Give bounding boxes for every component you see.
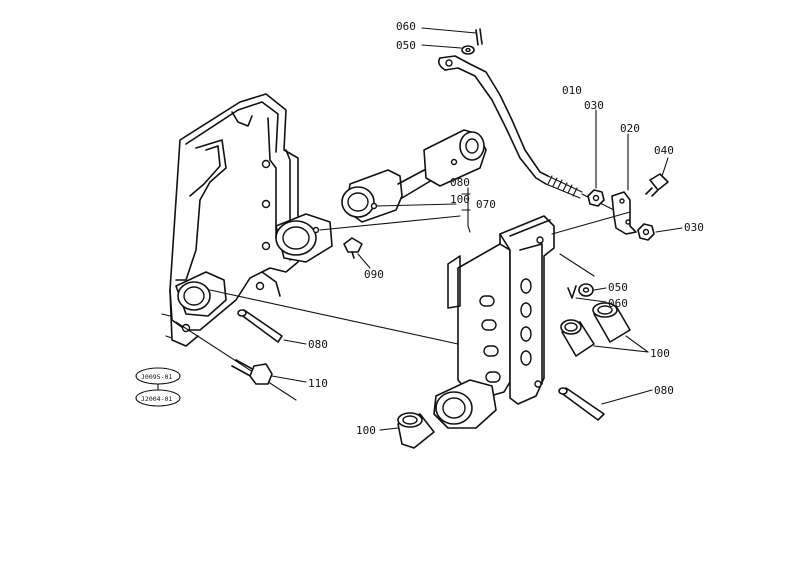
leader-lines-mid xyxy=(319,187,471,233)
label-100-right: 100 xyxy=(650,347,670,360)
bushing-100-right-b xyxy=(592,302,649,353)
pin-060-right xyxy=(567,285,607,303)
front-boss xyxy=(275,213,333,263)
label-050-top: 050 xyxy=(396,39,416,52)
nut-030-a xyxy=(587,109,605,207)
pin-080-right xyxy=(558,387,653,421)
label-060-top: 060 xyxy=(396,20,416,33)
label-010: 010 xyxy=(562,84,582,97)
edge-mark xyxy=(161,313,173,339)
ref-top: J0095-01 xyxy=(141,373,172,381)
label-030-b: 030 xyxy=(684,221,704,234)
bracket-020 xyxy=(611,133,637,235)
bolt-110 xyxy=(231,359,307,385)
bolt-040 xyxy=(645,157,669,197)
nut-030-b xyxy=(637,223,683,241)
right-hitch-bracket xyxy=(433,215,555,429)
washer-050-top xyxy=(421,44,475,55)
pin-060-top xyxy=(421,27,483,46)
label-040: 040 xyxy=(654,144,674,157)
label-080-mid: 080 xyxy=(450,176,470,189)
grease-nipple-090 xyxy=(343,237,371,269)
pin-080-left xyxy=(237,309,307,345)
label-080-left: 080 xyxy=(308,338,328,351)
label-090: 090 xyxy=(364,268,384,281)
label-080-right: 080 xyxy=(654,384,674,397)
label-100-mid: 100 xyxy=(450,193,470,206)
label-050-right: 050 xyxy=(608,281,628,294)
label-030-a: 030 xyxy=(584,99,604,112)
washer-050-right xyxy=(578,283,607,297)
label-060-right: 060 xyxy=(608,297,628,310)
label-070: 070 xyxy=(476,198,496,211)
label-110: 110 xyxy=(308,377,328,390)
reference-marks: J0095-01 J2004-01 xyxy=(135,367,181,407)
label-020: 020 xyxy=(620,122,640,135)
ref-bottom: J2004-01 xyxy=(141,395,172,403)
cross-shaft xyxy=(341,129,487,223)
bushing-100-right-a xyxy=(560,319,595,357)
assembly-lines xyxy=(175,211,631,401)
left-boss xyxy=(175,271,227,317)
label-100-bottom: 100 xyxy=(356,424,376,437)
bushing-100-bottom xyxy=(379,412,435,449)
